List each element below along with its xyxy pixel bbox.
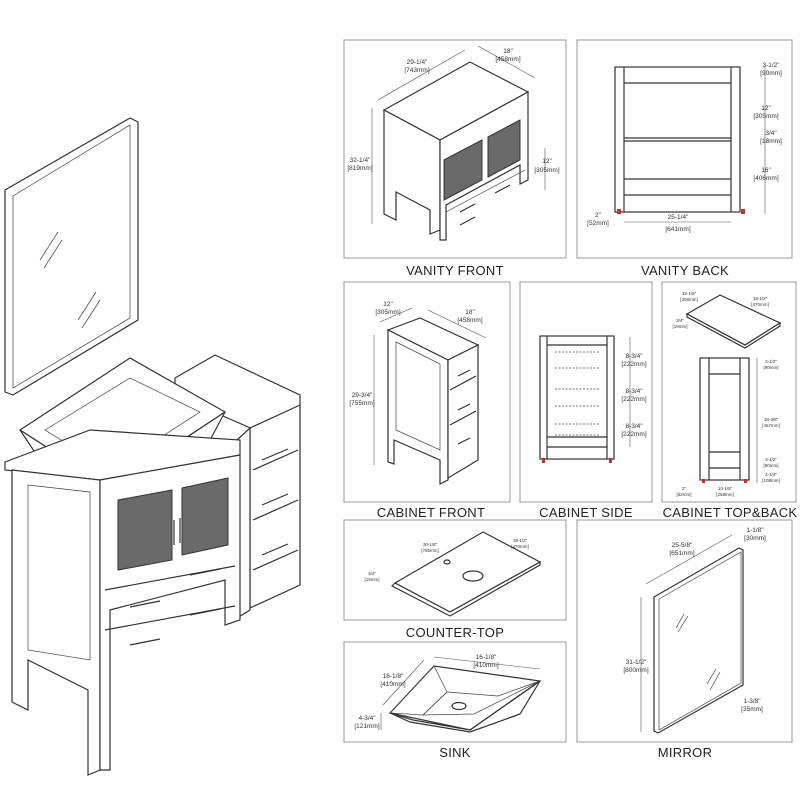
dim-depth: 12" [383, 301, 393, 308]
dim-top-thick-mm: [19mm] [672, 324, 687, 329]
dim-width: 25-5/8" [672, 542, 693, 549]
panel-vanity-front: 29-1/4" [743mm] 18" [458mm] 32-1/4" [819… [343, 39, 567, 278]
dim-leg-mm: [52mm] [587, 220, 609, 227]
overview-vanity [4, 429, 241, 776]
panel-label: COUNTER-TOP [406, 625, 504, 640]
dim-door-mm: [305mm] [534, 167, 559, 174]
dim-back-3-mm: [90mm] [763, 463, 778, 468]
dim-back-3: 3-1/2" [765, 457, 777, 462]
dim-height: 31-1/2" [626, 659, 647, 666]
dim-1-mm: [90mm] [760, 70, 782, 77]
panel-label: CABINET FRONT [377, 505, 485, 520]
dim-depth-mm: [458mm] [495, 56, 520, 63]
dim-leg: 2" [595, 212, 602, 219]
panel-label: SINK [439, 745, 471, 760]
dim-frame-mm: [35mm] [741, 706, 763, 713]
dim-top-width-mm: [308mm] [680, 297, 698, 302]
dim-thick: 3/4" [368, 571, 376, 576]
dim-depth: 1-1/8" [746, 527, 764, 534]
panel-cabinet-front: 12" [305mm] 18" [458mm] 29-3/4" [755mm] … [343, 281, 511, 520]
panel-cabinet-side: 8-3/4" [222mm] 8-3/4" [222mm] 8-3/4" [22… [519, 281, 653, 520]
dim-height: 29-3/4" [352, 392, 373, 399]
dim-width-mm: [458mm] [457, 317, 482, 324]
dim-top-width: 12-1/8" [682, 291, 697, 296]
dim-leg-mm: [52mm] [676, 492, 691, 497]
dim-width: 16-1/8" [476, 654, 497, 661]
dim-thick-mm: [19mm] [364, 577, 379, 582]
dim-back-1-mm: [90mm] [763, 365, 778, 370]
dim-back-1: 3-1/2" [765, 359, 777, 364]
panel-sink: 16-1/8" [410mm] 16-1/8" [410mm] 4-3/4" [… [343, 641, 567, 760]
dim-shelf-3-mm: [222mm] [621, 431, 646, 438]
panel-vanity-back: 3-1/2" [90mm] 12" [305mm] 3/4" [18mm] 16… [576, 39, 793, 278]
dim-depth-mm: [410mm] [380, 681, 405, 688]
panel-label: MIRROR [658, 745, 713, 760]
dim-leg: 2" [682, 486, 687, 491]
overview-mirror [4, 117, 139, 396]
dim-width: 30-1/8" [423, 542, 438, 547]
dim-back-2-mm: [467mm] [762, 423, 780, 428]
dim-frame: 1-3/8" [743, 698, 761, 705]
dim-width-mm: [258mm] [716, 492, 734, 497]
dim-depth: 16-1/8" [383, 673, 404, 680]
panel-label: CABINET TOP&BACK [663, 505, 798, 520]
dim-door: 12" [542, 158, 552, 165]
dim-top-depth: 18-1/2" [753, 296, 768, 301]
dim-back-4: 4-1/4" [765, 472, 777, 477]
dim-2: 12" [761, 105, 771, 112]
dim-width: 10-1/8" [718, 486, 733, 491]
dim-width-mm: [641mm] [665, 226, 690, 233]
dim-top-depth-mm: [470mm] [751, 302, 769, 307]
dim-shelf-2: 8-3/4" [625, 388, 643, 395]
dim-3: 3/4" [765, 130, 777, 137]
dim-depth-mm: [470mm] [511, 544, 529, 549]
panel-label: CABINET SIDE [539, 505, 633, 520]
dim-shelf-1: 8-3/4" [625, 353, 643, 360]
dim-width-mm: [410mm] [473, 662, 498, 669]
dim-height-mm: [819mm] [347, 165, 372, 172]
dim-width: 18" [465, 309, 475, 316]
dim-top-thick: 3/4" [676, 318, 684, 323]
dim-width: 25-1/4" [668, 214, 689, 221]
dim-height-mm: [121mm] [354, 723, 379, 730]
dim-back-4-mm: [108mm] [762, 478, 780, 483]
dim-shelf-2-mm: [222mm] [621, 396, 646, 403]
overview-illustration [4, 117, 301, 776]
panel-label: VANITY BACK [641, 263, 729, 278]
dim-4: 16" [761, 167, 771, 174]
dim-4-mm: [406mm] [753, 175, 778, 182]
panel-cabinet-top-back: 12-1/8" [308mm] 18-1/2" [470mm] 3/4" [19… [661, 281, 798, 520]
dim-height-mm: [755mm] [349, 400, 374, 407]
dim-2-mm: [305mm] [753, 113, 778, 120]
dim-width: 29-1/4" [407, 59, 428, 66]
dim-depth-mm: [30mm] [744, 535, 766, 542]
dim-depth: 18" [503, 48, 513, 55]
dim-height-mm: [800mm] [623, 667, 648, 674]
dim-width-mm: [743mm] [404, 67, 429, 74]
dim-width-mm: [651mm] [669, 550, 694, 557]
dim-height: 4-3/4" [358, 715, 376, 722]
dim-shelf-1-mm: [222mm] [621, 361, 646, 368]
dim-1: 3-1/2" [762, 62, 780, 69]
dim-height: 32-1/4" [350, 157, 371, 164]
dim-back-2: 18-3/8" [764, 417, 779, 422]
panel-counter-top: 30-1/8" [765mm] 18-1/2" [470mm] 3/4" [19… [343, 519, 567, 640]
dim-depth: 18-1/2" [513, 538, 528, 543]
panel-label: VANITY FRONT [406, 263, 504, 278]
dim-shelf-3: 8-3/4" [625, 423, 643, 430]
panel-mirror: 25-5/8" [651mm] 1-1/8" [30mm] 31-1/2" [8… [576, 519, 793, 760]
dim-depth-mm: [305mm] [375, 309, 400, 316]
dim-3-mm: [18mm] [760, 138, 782, 145]
dim-width-mm: [765mm] [421, 548, 439, 553]
